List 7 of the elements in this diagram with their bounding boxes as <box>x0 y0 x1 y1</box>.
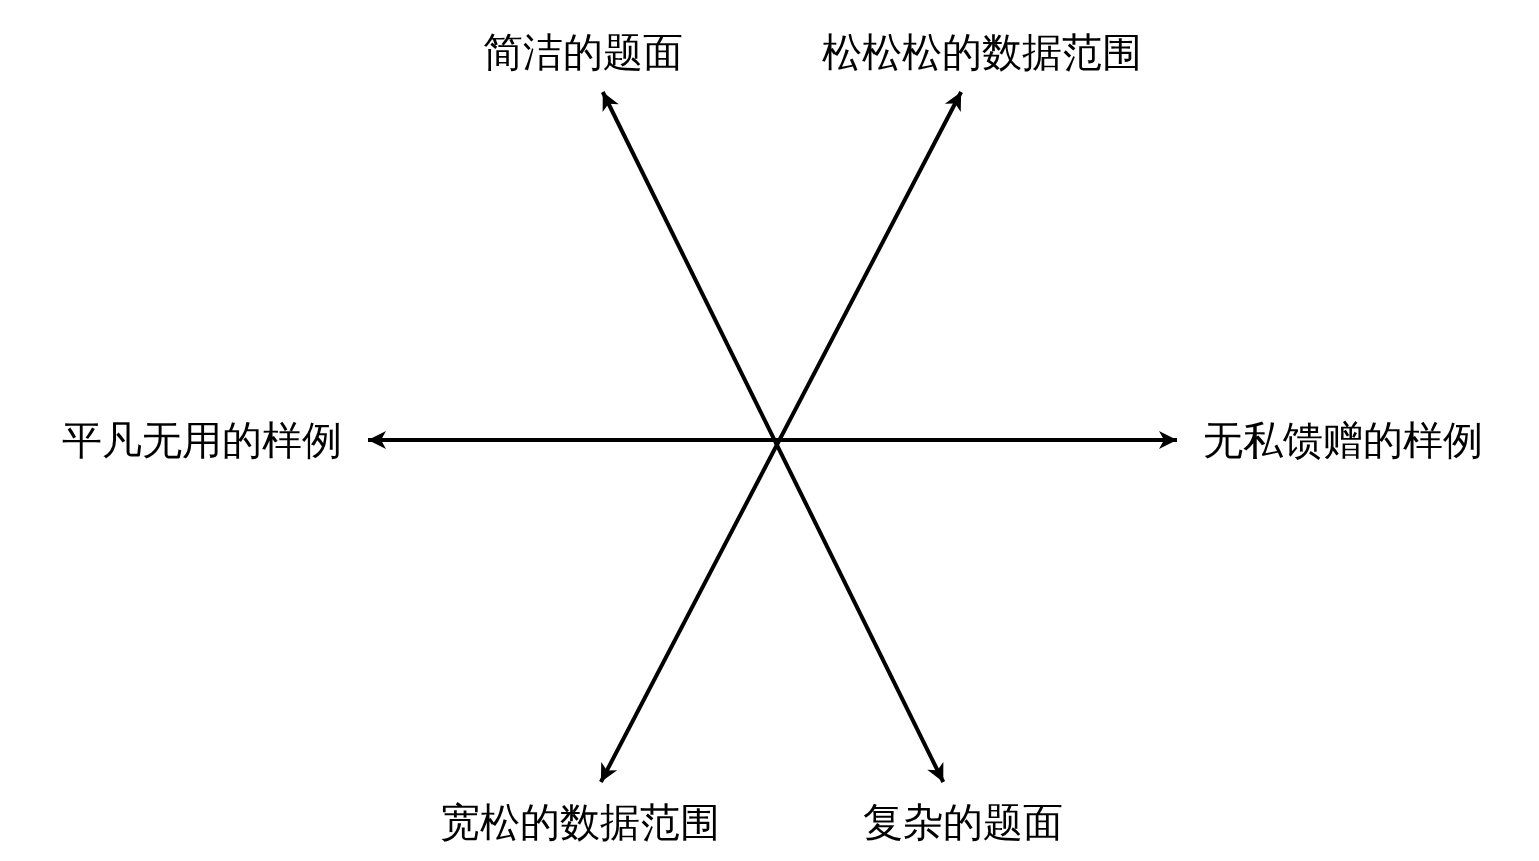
text-label: 复杂的题面 <box>837 782 1089 861</box>
text-label: 简洁的题面 <box>457 12 709 92</box>
text-label: 松松松的数据范围 <box>796 12 1168 92</box>
text-label: 无私馈赠的样例 <box>1177 400 1509 480</box>
text-label: 平凡无用的样例 <box>36 400 368 480</box>
text-label: 宽松的数据范围 <box>414 782 746 861</box>
double-headed-arrow <box>368 431 1177 449</box>
